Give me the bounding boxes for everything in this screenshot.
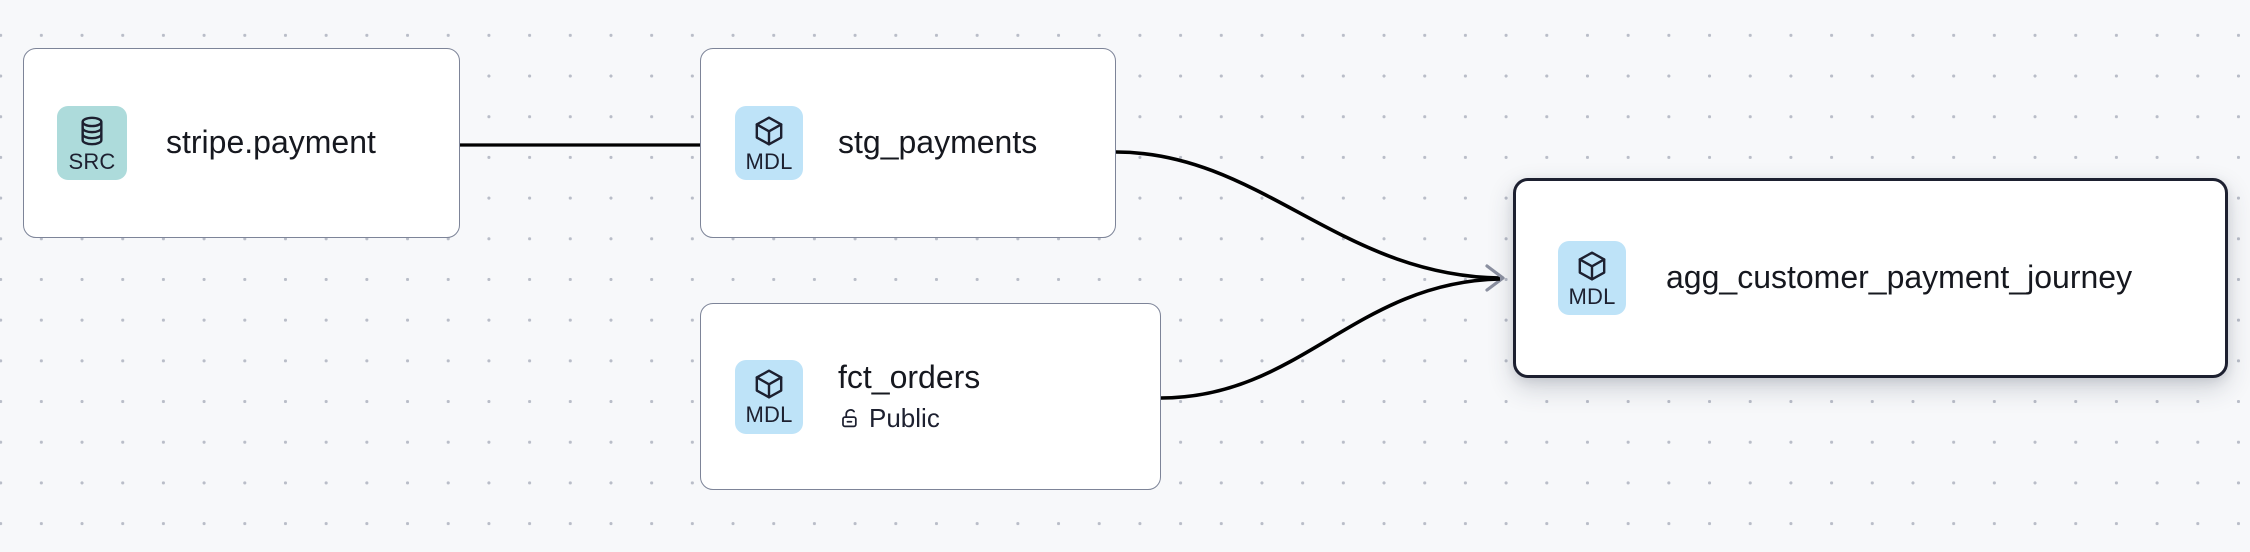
node-body: stripe.payment (166, 124, 376, 162)
node-title: agg_customer_payment_journey (1666, 259, 2133, 296)
lineage-node-fct-orders[interactable]: MDL fct_orders Public (700, 303, 1161, 490)
badge-label: MDL (745, 402, 793, 427)
node-type-badge-mdl: MDL (1558, 241, 1626, 315)
node-title: stripe.payment (166, 124, 376, 161)
unlock-icon (838, 407, 861, 430)
edge-stg-agg (1115, 150, 1505, 292)
node-type-badge-mdl: MDL (735, 106, 803, 180)
node-body: stg_payments (838, 124, 1037, 162)
edge-fct-agg (1160, 277, 1501, 400)
node-body: agg_customer_payment_journey (1666, 259, 2132, 297)
cube-icon (752, 367, 786, 401)
node-visibility: Public (838, 403, 980, 434)
node-type-badge-mdl: MDL (735, 359, 803, 434)
node-title: fct_orders (838, 359, 981, 396)
database-icon (75, 114, 109, 148)
cube-icon (1575, 249, 1609, 283)
node-visibility-label: Public (869, 402, 940, 433)
lineage-node-stg-payments[interactable]: MDL stg_payments (700, 48, 1116, 238)
cube-icon (752, 114, 786, 148)
node-title: stg_payments (838, 124, 1038, 161)
lineage-node-stripe-payment[interactable]: SRC stripe.payment (23, 48, 460, 238)
node-body: fct_orders Public (838, 359, 980, 434)
badge-label: SRC (68, 148, 116, 174)
node-type-badge-src: SRC (57, 106, 127, 180)
lineage-node-agg-customer-payment-journey[interactable]: MDL agg_customer_payment_journey (1513, 178, 2228, 378)
badge-label: MDL (1568, 283, 1616, 309)
badge-label: MDL (745, 148, 793, 174)
